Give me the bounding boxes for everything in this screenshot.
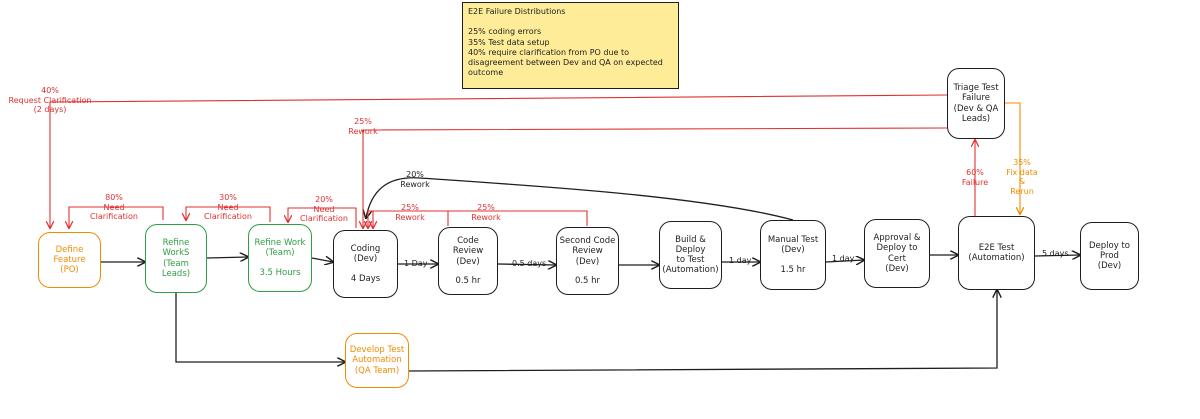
node-define-feature[interactable]: Define Feature (PO) — [38, 232, 101, 288]
arrow-refineworks-need-clarification — [69, 206, 164, 228]
note-line: 35% Test data setup — [468, 37, 550, 47]
arrow-developtest-to-e2e — [408, 290, 997, 372]
label-one-day-build: 1 day — [729, 256, 752, 265]
arrow-codereview-to-secondreview — [497, 264, 556, 265]
node-triage-test-failure[interactable]: Triage Test Failure (Dev & QA Leads) — [947, 68, 1005, 139]
note-line: 40% require clarification from PO due to… — [468, 47, 663, 78]
node-develop-test-automation[interactable]: Develop Test Automation (QA Team) — [345, 333, 409, 388]
label-rework-code-review: 25% Rework — [395, 203, 425, 222]
failure-distribution-note: E2E Failure Distributions 25% coding err… — [462, 2, 679, 89]
arrow-e2e-to-prod — [1034, 255, 1080, 256]
arrow-triage-fix-data-rerun — [1005, 102, 1020, 214]
label-five-days: 5 days — [1042, 249, 1069, 258]
node-e2e-test[interactable]: E2E Test (Automation) — [958, 216, 1035, 290]
node-build-deploy[interactable]: Build & Deploy to Test (Automation) — [659, 221, 722, 289]
arrow-refinework-to-coding — [311, 258, 333, 262]
arrow-refineworks-to-refinework — [206, 257, 248, 258]
label-rework-manual-test: 20% Rework — [400, 170, 430, 189]
arrow-triage-rework-to-coding — [363, 127, 948, 228]
label-rework-triage: 25% Rework — [348, 117, 378, 136]
node-code-review[interactable]: Code Review (Dev) 0.5 hr — [438, 227, 498, 295]
arrow-refinework-need-clarification — [186, 206, 271, 222]
arrow-refineworks-to-developtest — [175, 293, 345, 362]
label-need-clarification-30: 30% Need Clarification — [204, 193, 252, 222]
node-coding[interactable]: Coding (Dev) 4 Days — [333, 230, 398, 298]
arrow-manual-rework-to-coding — [366, 177, 794, 221]
node-refine-work[interactable]: Refine Work (Team) 3.5 Hours — [248, 224, 312, 292]
arrow-secondreview-rework — [368, 210, 588, 228]
label-need-clarification-20: 20% Need Clarification — [300, 195, 348, 224]
label-need-clarification-80: 80% Need Clarification — [90, 193, 138, 222]
node-second-code-review[interactable]: Second Code Review (Dev) 0.5 hr — [556, 227, 619, 295]
arrow-coding-need-clarification — [288, 207, 357, 228]
label-request-clarification: 40% Request Clarification (2 days) — [8, 86, 92, 115]
note-title: E2E Failure Distributions — [468, 7, 566, 16]
label-one-day-manual: 1 day — [832, 254, 855, 263]
label-fix-data-rerun: 35% Fix data & Rerun — [1006, 158, 1038, 196]
arrow-triage-request-clarification — [50, 94, 948, 228]
label-rework-second-review: 25% Rework — [471, 203, 501, 222]
node-refine-works[interactable]: Refine WorkS (Team Leads) — [145, 224, 207, 293]
label-one-day-coding: 1 Day — [404, 259, 428, 268]
label-failure-60: 60% Failure — [961, 168, 989, 187]
node-approval-deploy-cert[interactable]: Approval & Deploy to Cert (Dev) — [864, 219, 930, 288]
label-half-days: 0.5 days — [512, 259, 547, 268]
note-line: 25% coding errors — [468, 27, 542, 37]
node-manual-test[interactable]: Manual Test (Dev) 1.5 hr — [760, 220, 826, 290]
arrow-manual-to-approval — [825, 260, 864, 262]
node-deploy-prod[interactable]: Deploy to Prod (Dev) — [1080, 222, 1139, 290]
